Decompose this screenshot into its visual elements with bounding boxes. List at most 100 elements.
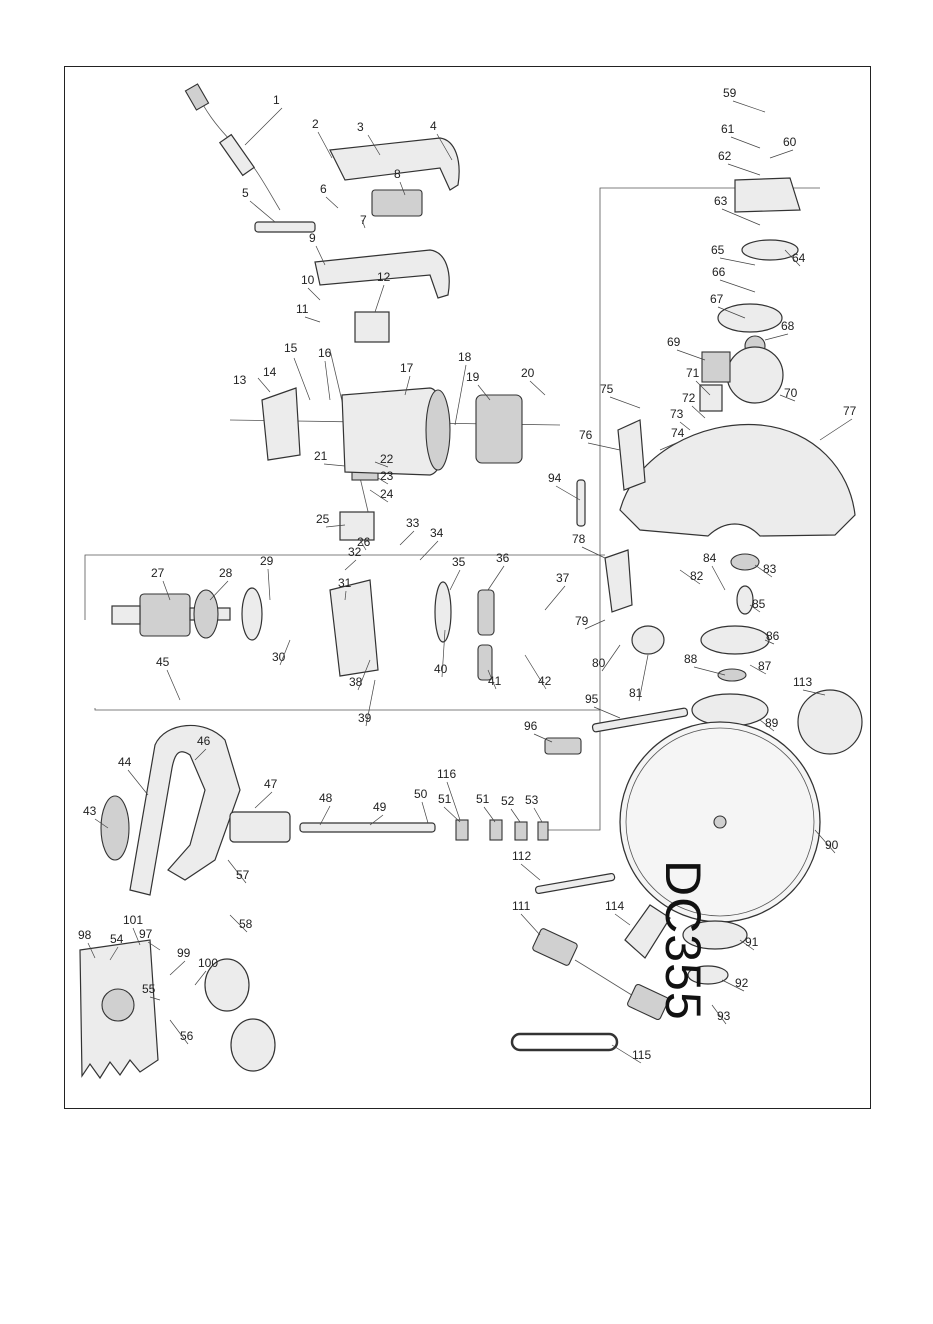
callout-51: 51 (476, 792, 490, 806)
leader-line-67 (764, 333, 789, 341)
handle-cover-top (329, 137, 460, 191)
callout-49: 49 (373, 800, 387, 814)
callout-9: 9 (309, 231, 316, 245)
callout-2: 2 (312, 117, 319, 131)
wheel-2 (230, 1018, 276, 1072)
leader-line-99 (194, 970, 207, 986)
leader-line-8 (399, 181, 406, 196)
callout-84: 84 (703, 551, 717, 565)
leader-line-40 (487, 669, 497, 690)
leader-lines (87, 100, 853, 1064)
leader-line-29 (279, 639, 291, 666)
callout-5: 5 (242, 186, 249, 200)
leader-line-42 (94, 818, 109, 829)
callout-36: 36 (496, 551, 510, 565)
callout-112: 112 (512, 849, 531, 863)
leader-line-85 (764, 639, 775, 645)
leader-line-78 (584, 619, 606, 630)
callout-30: 30 (272, 650, 286, 664)
leader-line-37 (357, 659, 371, 691)
leader-line-72 (679, 421, 691, 431)
callout-60: 60 (783, 135, 797, 149)
brush-cover (339, 511, 375, 541)
callout-25: 25 (316, 512, 330, 526)
leader-line-61 (727, 163, 761, 176)
leader-line-20 (323, 463, 346, 467)
leader-line-27 (209, 580, 229, 601)
water-cup (631, 625, 665, 655)
cord-sleeve (254, 221, 316, 233)
leader-line-51 (510, 808, 521, 823)
callout-27: 27 (151, 566, 165, 580)
leader-line-114 (611, 1044, 642, 1064)
callout-79: 79 (575, 614, 589, 628)
callout-13: 13 (233, 373, 247, 387)
handle-cover-bottom (314, 249, 450, 299)
water-pipe (591, 707, 689, 733)
leader-line-13 (257, 377, 271, 393)
callout-32: 32 (348, 545, 362, 559)
callout-42: 42 (538, 674, 552, 688)
callout-63: 63 (714, 194, 728, 208)
gear-case (329, 579, 379, 677)
callout-99: 99 (177, 946, 191, 960)
diamond-blade (619, 721, 821, 923)
callout-101: 101 (123, 913, 143, 927)
handle-knob (100, 795, 130, 861)
leader-line-115 (446, 781, 461, 821)
leader-line-100 (132, 927, 141, 946)
callout-6: 6 (320, 182, 327, 196)
callout-68: 68 (781, 319, 795, 333)
callout-67: 67 (710, 292, 724, 306)
callout-59: 59 (723, 86, 737, 100)
callout-93: 93 (717, 1009, 731, 1023)
leader-line-48 (369, 814, 384, 826)
leader-line-12 (374, 284, 385, 313)
callout-97: 97 (139, 927, 153, 941)
blade-guard (619, 423, 856, 537)
holder-71 (699, 384, 723, 412)
leader-line-21 (374, 461, 389, 468)
leader-line-86 (749, 664, 767, 675)
callout-94: 94 (548, 471, 562, 485)
callout-82: 82 (690, 569, 704, 583)
leader-line-63 (784, 249, 801, 267)
leader-line-58 (732, 100, 766, 113)
callout-98: 98 (78, 928, 92, 942)
callout-47: 47 (264, 777, 278, 791)
arm-housing (229, 811, 291, 843)
callout-113: 113 (793, 675, 812, 689)
callout-69: 69 (667, 335, 681, 349)
callout-65: 65 (711, 243, 725, 257)
callout-111: 111 (512, 899, 531, 913)
callout-92: 92 (735, 976, 749, 990)
callout-35: 35 (452, 555, 466, 569)
flange-113 (797, 689, 863, 755)
leader-line-93 (555, 485, 581, 501)
leader-line-23 (369, 489, 389, 503)
callout-33: 33 (406, 516, 420, 530)
leader-line-34 (449, 569, 461, 591)
leader-line-17 (454, 364, 467, 426)
callout-1: 1 (273, 93, 280, 107)
callout-74: 74 (671, 426, 685, 440)
callout-61: 61 (721, 122, 735, 136)
leader-line-56 (227, 859, 247, 884)
callout-80: 80 (592, 656, 606, 670)
callout-45: 45 (156, 655, 170, 669)
leader-line-38 (365, 679, 376, 727)
power-cord (184, 83, 281, 211)
sleeve-85 (736, 585, 754, 615)
callout-19: 19 (466, 370, 480, 384)
callout-91: 91 (745, 935, 759, 949)
callout-72: 72 (682, 391, 696, 405)
leader-line-96 (147, 941, 161, 951)
callout-51: 51 (438, 792, 452, 806)
leader-line-32 (399, 530, 415, 546)
callout-114: 114 (605, 899, 624, 913)
callout-44: 44 (118, 755, 132, 769)
callout-57: 57 (236, 868, 250, 882)
leader-line-66 (717, 306, 746, 319)
leader-line-59 (769, 149, 794, 159)
